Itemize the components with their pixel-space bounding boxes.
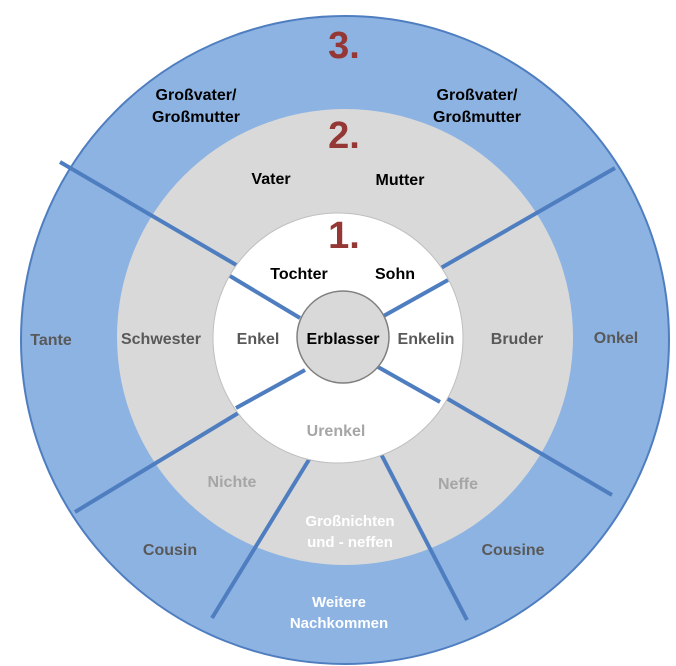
cousin-right-label: Cousine xyxy=(481,542,544,559)
brother-label: Bruder xyxy=(491,331,543,348)
grandparents-left-label: Großvater/ xyxy=(156,87,237,104)
separator-upper-right xyxy=(419,166,616,282)
separator-bottom-left xyxy=(210,456,312,620)
separator-upper-left xyxy=(58,160,264,282)
daughter-label: Tochter xyxy=(270,266,327,283)
testator-center-circle xyxy=(296,290,390,384)
uncle-label: Onkel xyxy=(594,330,638,347)
grandchild-left-label: Enkel xyxy=(237,331,280,348)
grandparents-right-label-2: Großmutter xyxy=(433,109,521,126)
inner-separator-upper-right xyxy=(379,278,449,320)
grandparents-left-label-2: Großmutter xyxy=(152,109,240,126)
grandchild-right-label: Enkelin xyxy=(398,331,455,348)
third-order-number: 3. xyxy=(328,25,360,67)
mother-label: Mutter xyxy=(376,172,425,189)
separator-lower-left xyxy=(73,393,270,514)
inner-separator-lower-left xyxy=(235,368,306,410)
first-order-number: 1. xyxy=(328,215,360,257)
further-descendants-label: Weitere xyxy=(312,594,366,611)
grandniece-label-2: und - neffen xyxy=(307,534,393,551)
nephew-label: Neffe xyxy=(438,476,478,493)
great-grandchild-label: Urenkel xyxy=(307,423,366,440)
inner-separator-upper-left xyxy=(228,274,302,320)
aunt-label: Tante xyxy=(30,332,72,349)
grandparents-right-label: Großvater/ xyxy=(437,87,518,104)
son-label: Sohn xyxy=(375,266,415,283)
niece-label: Nichte xyxy=(208,474,257,491)
grandniece-label: Großnichten xyxy=(305,513,394,530)
testator-label: Erblasser xyxy=(307,331,380,348)
second-order-number: 2. xyxy=(328,115,360,157)
cousin-left-label: Cousin xyxy=(143,542,197,559)
further-descendants-label-2: Nachkommen xyxy=(290,615,388,632)
sister-label: Schwester xyxy=(121,331,201,348)
father-label: Vater xyxy=(251,171,290,188)
separator-bottom-right xyxy=(378,451,469,621)
inner-separator-lower-right xyxy=(377,365,441,404)
